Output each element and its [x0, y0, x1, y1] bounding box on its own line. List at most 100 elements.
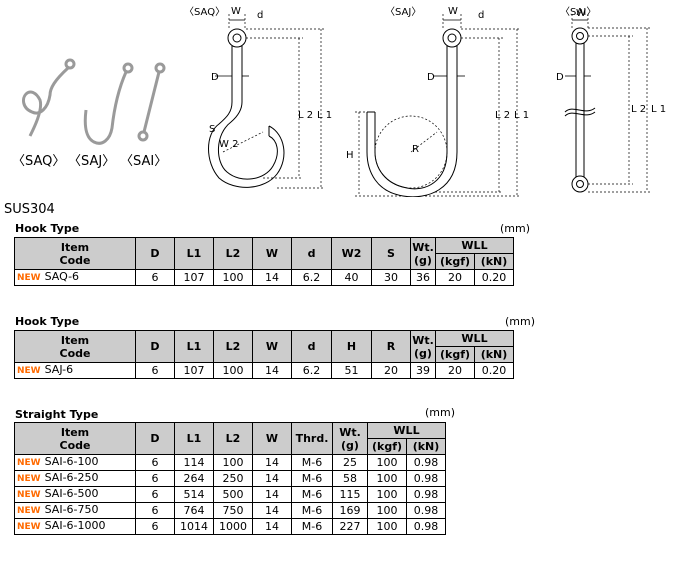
cell-d: 6.2	[291, 362, 332, 379]
table-title-sai: Straight Type	[15, 408, 99, 421]
cell-kn: 0.20	[474, 269, 514, 286]
cell-D: 6	[135, 486, 175, 503]
cell-W: 14	[252, 269, 292, 286]
cell-thrd: M-6	[291, 486, 333, 503]
sai-photo-rod	[137, 62, 166, 142]
header-kgf: (kgf)	[435, 253, 475, 270]
header-S: S	[371, 237, 411, 270]
header-L1: L1	[174, 237, 214, 270]
cell-L2: 1000	[213, 518, 253, 535]
cell-kn: 0.98	[406, 518, 446, 535]
table-title-saj: Hook Type	[15, 315, 80, 328]
dim-label-w-sai: W	[576, 8, 586, 19]
dim-label-D-sai: D	[556, 72, 564, 83]
dim-label-w-saq: W	[231, 6, 241, 17]
dim-label-R-saj: R	[412, 144, 419, 155]
dim-label-S-saq: S	[209, 124, 216, 135]
saq-photo-hook	[22, 58, 76, 137]
sai-technical-drawing	[564, 14, 651, 193]
cell-L2: 100	[213, 269, 253, 286]
header-thrd: Thrd.	[291, 422, 333, 455]
cell-kn: 0.98	[406, 486, 446, 503]
cell-L1: 107	[174, 362, 214, 379]
header-L2: L2	[213, 422, 253, 455]
header-D: D	[135, 422, 175, 455]
cell-kn: 0.98	[406, 454, 446, 471]
new-badge: NEW	[17, 522, 41, 532]
dim-label-L1-saq: L 1	[317, 110, 333, 121]
cell-D: 6	[135, 470, 175, 487]
cell-D: 6	[135, 502, 175, 519]
drawing-title-saq: 〈SAQ〉	[184, 7, 226, 18]
cell-kn: 0.98	[406, 502, 446, 519]
cell-kgf: 20	[435, 269, 475, 286]
cell-thrd: M-6	[291, 454, 333, 471]
dim-label-L2-saq: L 2	[298, 110, 314, 121]
cell-d: 6.2	[291, 269, 332, 286]
cell-wt: 58	[332, 470, 368, 487]
header-L1: L1	[174, 330, 214, 363]
cell-kgf: 100	[367, 502, 407, 519]
cell-wt: 36	[410, 269, 436, 286]
header-wll: WLL	[367, 422, 446, 439]
header-L1: L1	[174, 422, 214, 455]
cell-L2: 100	[213, 454, 253, 471]
material-label: SUS304	[4, 202, 55, 217]
cell-kgf: 20	[435, 362, 475, 379]
header-L2: L2	[213, 330, 253, 363]
header-L2: L2	[213, 237, 253, 270]
dim-label-L1-saj: L 1	[514, 110, 530, 121]
cell-H: 51	[331, 362, 372, 379]
header-kn: (kN)	[474, 346, 514, 363]
header-D: D	[135, 237, 175, 270]
header-W: W	[252, 237, 292, 270]
header-R: R	[371, 330, 411, 363]
new-badge: NEW	[17, 474, 41, 484]
cell-W: 14	[252, 502, 292, 519]
dim-label-L1-sai: L 1	[651, 104, 667, 115]
dim-label-D-saj: D	[427, 72, 435, 83]
dim-label-L2-sai: L 2	[631, 104, 647, 115]
cell-L2: 250	[213, 470, 253, 487]
dim-label-D-saq: D	[211, 72, 219, 83]
cell-wt: 169	[332, 502, 368, 519]
drawing-title-saj: 〈SAJ〉	[385, 7, 422, 18]
cell-L2: 750	[213, 502, 253, 519]
cell-kgf: 100	[367, 518, 407, 535]
new-badge: NEW	[17, 366, 41, 376]
cell-L1: 1014	[174, 518, 214, 535]
cell-W2: 40	[331, 269, 372, 286]
saj-photo-hook	[83, 62, 134, 145]
cell-D: 6	[135, 454, 175, 471]
cell-thrd: M-6	[291, 502, 333, 519]
saj-technical-drawing	[355, 14, 521, 197]
header-kn: (kN)	[406, 438, 446, 455]
cell-L1: 107	[174, 269, 214, 286]
table-unit-saj: (mm)	[505, 315, 536, 328]
cell-S: 30	[371, 269, 411, 286]
cell-wt: 115	[332, 486, 368, 503]
header-H: H	[331, 330, 372, 363]
cell-D: 6	[135, 269, 175, 286]
header-kn: (kN)	[474, 253, 514, 270]
cell-wt: 39	[410, 362, 436, 379]
header-d: d	[291, 330, 332, 363]
new-badge: NEW	[17, 506, 41, 516]
cell-thrd: M-6	[291, 518, 333, 535]
cell-W: 14	[252, 518, 292, 535]
header-W: W	[252, 330, 292, 363]
cell-W: 14	[252, 362, 292, 379]
